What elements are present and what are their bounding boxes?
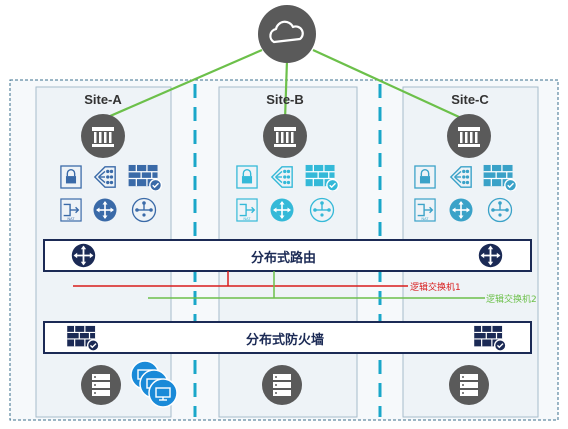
distributed-firewall-label: 分布式防火墙 — [246, 333, 325, 348]
cloud-icon — [258, 5, 316, 63]
distributed-router-label: 分布式路由 — [251, 251, 317, 266]
uplink-lines — [100, 48, 471, 123]
router-icon — [477, 242, 504, 269]
site-a-label: Site-A — [84, 92, 122, 107]
router-icon — [269, 197, 295, 223]
logical-switch-2 — [148, 271, 485, 299]
router-icon — [92, 197, 118, 223]
vm-icon — [148, 378, 178, 408]
router-icon — [448, 197, 474, 223]
gateway-icon — [263, 114, 307, 158]
gateway-icon — [447, 114, 491, 158]
server-icon — [449, 365, 489, 405]
router-icon — [70, 242, 97, 269]
logical-switch-2-label: 逻辑交换机2 — [486, 295, 537, 305]
gateway-icon — [81, 114, 125, 158]
server-icon — [81, 365, 121, 405]
logical-switch-1 — [73, 271, 408, 287]
logical-switch-1-label: 逻辑交换机1 — [410, 283, 461, 293]
site-b-label: Site-B — [266, 92, 304, 107]
server-icon — [262, 365, 302, 405]
distributed-firewall-band — [43, 321, 532, 354]
site-c-label: Site-C — [451, 92, 489, 107]
distributed-router-band — [43, 239, 532, 272]
